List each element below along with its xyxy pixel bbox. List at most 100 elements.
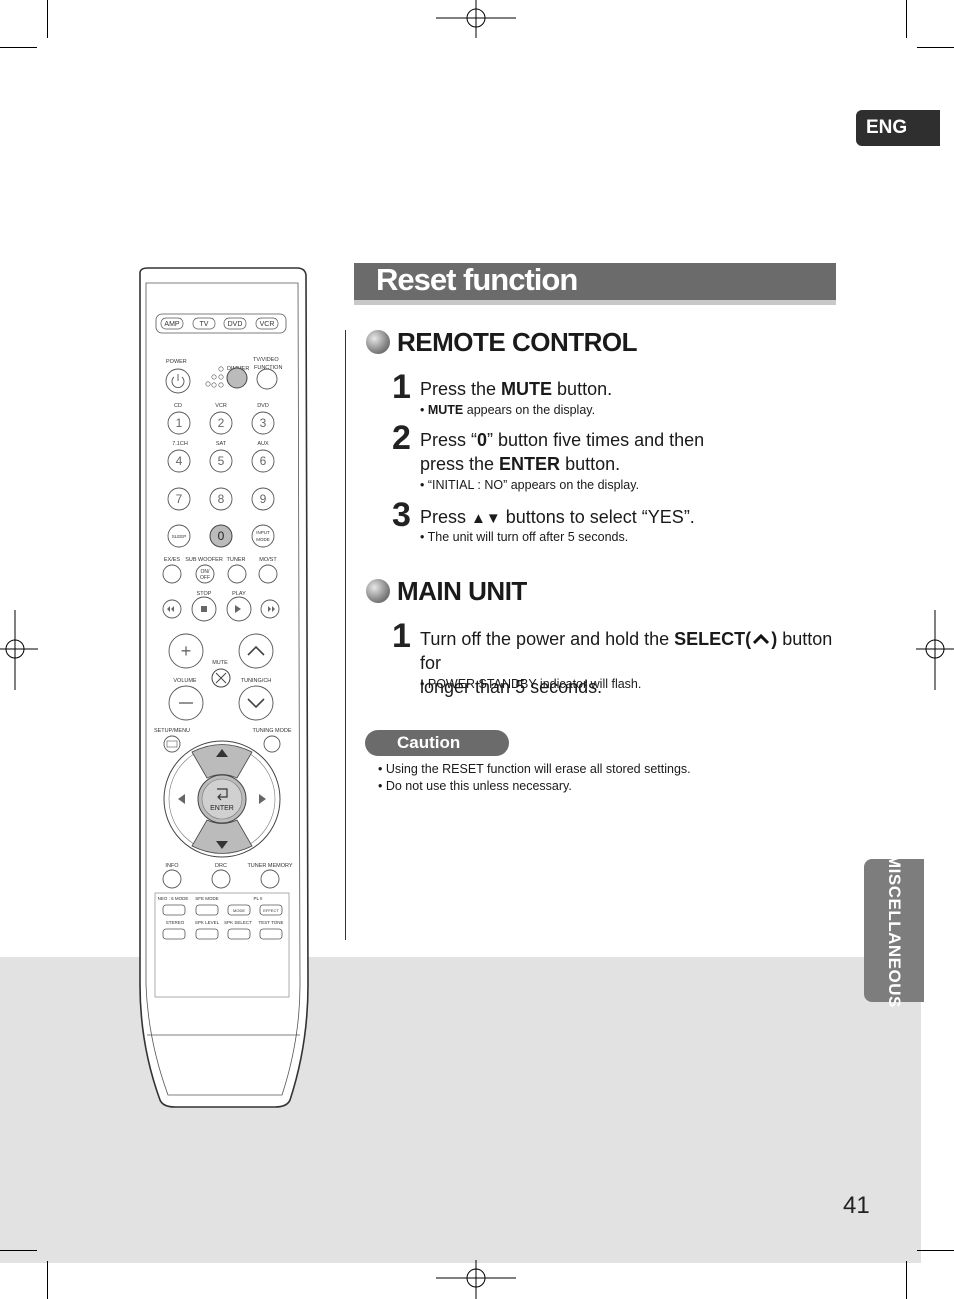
remote-label-sleep: SLEEP bbox=[172, 534, 187, 539]
remote-label-effect: EFFECT bbox=[263, 908, 279, 913]
remote-label-pl2-mode: MODE bbox=[233, 908, 245, 913]
remote-label-ex-es: EX/ES bbox=[164, 557, 181, 563]
step-note: • The unit will turn off after 5 seconds… bbox=[420, 530, 629, 544]
remote-key-1: 1 bbox=[176, 416, 183, 430]
section-side-tab-label: MISCELLANEOUS bbox=[885, 853, 904, 1008]
page-title: Reset function bbox=[376, 262, 578, 297]
remote-label-spk-select: SPK SELECT bbox=[224, 920, 252, 925]
remote-label-sfe-mode: SFE MODE bbox=[195, 896, 219, 901]
remote-mode-vcr: VCR bbox=[260, 321, 275, 328]
step-note: • POWER STANDBY indicator will flash. bbox=[420, 677, 642, 691]
remote-label-power: POWER bbox=[166, 359, 187, 365]
step-note: • “INITIAL : NO” appears on the display. bbox=[420, 478, 640, 492]
section-side-tab-label-wrap: MISCELLANEOUS bbox=[864, 854, 924, 1008]
registration-mark-left bbox=[0, 610, 38, 690]
remote-label-test-tone: TEST TONE bbox=[258, 920, 283, 925]
remote-mode-tv: TV bbox=[200, 321, 209, 328]
remote-label-sat: SAT bbox=[216, 441, 227, 447]
remote-key-8: 8 bbox=[218, 492, 225, 506]
remote-label-mute: MUTE bbox=[212, 660, 228, 666]
nav-right-icon bbox=[259, 794, 266, 804]
mute-icon bbox=[215, 672, 227, 684]
caution-item: • Do not use this unless necessary. bbox=[378, 779, 572, 793]
remote-label-neo6-mode: NEO : 6 MODE bbox=[158, 896, 189, 901]
menu-icon bbox=[166, 740, 178, 748]
remote-key-6: 6 bbox=[260, 454, 267, 468]
remote-label-tuning-ch: TUNING/CH bbox=[241, 678, 272, 684]
remote-label-sub-woofer: SUB WOOFER bbox=[185, 557, 223, 563]
step-text: Press ▲▼ buttons to select “YES”. bbox=[420, 507, 695, 527]
remote-label-stop: STOP bbox=[197, 591, 212, 597]
registration-mark-top bbox=[436, 0, 516, 38]
remote-key-0: 0 bbox=[218, 529, 225, 543]
step-number: 1 bbox=[392, 617, 411, 655]
step-note: • MUTE appears on the display. bbox=[420, 403, 596, 417]
remote-label-play: PLAY bbox=[232, 591, 246, 597]
step-number: 3 bbox=[392, 496, 411, 534]
tuning-down-icon bbox=[247, 698, 265, 709]
remote-label-tuner: TUNER bbox=[227, 557, 246, 563]
up-down-arrows-icon: ▲▼ bbox=[471, 510, 501, 527]
remote-label-on: ON/ bbox=[201, 569, 211, 575]
step-text: Turn off the power and hold the SELECT()… bbox=[420, 629, 833, 697]
column-divider bbox=[345, 330, 346, 940]
remote-key-5: 5 bbox=[218, 454, 225, 468]
previous-icon bbox=[167, 606, 174, 612]
nav-down-icon bbox=[216, 841, 228, 849]
remote-key-7: 7 bbox=[176, 492, 183, 506]
volume-up-icon: + bbox=[181, 641, 192, 661]
remote-key-4: 4 bbox=[176, 454, 183, 468]
title-bar bbox=[354, 263, 836, 305]
remote-label-setup-menu: SETUP/MENU bbox=[154, 728, 190, 734]
remote-control-illustration: AMP TV DVD VCR POWER DIMMER TV/VIDEO FUN… bbox=[139, 267, 309, 1108]
power-icon bbox=[171, 376, 185, 388]
registration-mark-bottom bbox=[436, 1260, 516, 1299]
tuning-up-icon bbox=[247, 645, 265, 656]
section-bullet-icon bbox=[366, 579, 390, 603]
remote-label-mode: MODE bbox=[256, 537, 270, 542]
caution-label: Caution bbox=[365, 730, 509, 756]
remote-mode-dvd: DVD bbox=[228, 321, 243, 328]
play-icon bbox=[235, 605, 241, 613]
next-icon bbox=[268, 606, 275, 612]
remote-label-dvd: DVD bbox=[257, 403, 269, 409]
chevron-up-icon bbox=[753, 633, 770, 645]
remote-key-9: 9 bbox=[260, 492, 267, 506]
step-text: Press the MUTE button. bbox=[420, 379, 613, 399]
remote-label-7-1ch: 7.1CH bbox=[172, 441, 188, 447]
remote-label-volume: VOLUME bbox=[173, 678, 197, 684]
remote-label-pl2: PL II bbox=[253, 896, 262, 901]
caution-item: • Using the RESET function will erase al… bbox=[378, 762, 691, 776]
enter-icon bbox=[217, 788, 228, 801]
remote-section-title: REMOTE CONTROL bbox=[397, 327, 638, 357]
step-number: 2 bbox=[392, 419, 411, 457]
remote-label-aux: AUX bbox=[257, 441, 269, 447]
remote-key-2: 2 bbox=[218, 416, 225, 430]
remote-label-input: INPUT bbox=[256, 530, 270, 535]
remote-label-off: OFF bbox=[200, 575, 210, 581]
remote-label-spk-level: SPK LEVEL bbox=[195, 920, 220, 925]
remote-label-tuner-memory: TUNER MEMORY bbox=[247, 863, 292, 869]
nav-left-icon bbox=[178, 794, 185, 804]
nav-up-icon bbox=[216, 749, 228, 757]
remote-label-tuning-mode: TUNING MODE bbox=[252, 728, 291, 734]
remote-label-mo-st: MO/ST bbox=[259, 557, 277, 563]
stop-icon bbox=[201, 606, 207, 612]
remote-label-tv-video: TV/VIDEO bbox=[253, 357, 279, 363]
remote-label-stereo: STEREO bbox=[166, 920, 185, 925]
step-number: 1 bbox=[392, 368, 411, 406]
registration-mark-right bbox=[916, 610, 954, 690]
section-side-tab bbox=[864, 859, 924, 1002]
remote-label-info: INFO bbox=[165, 863, 179, 869]
remote-label-enter: ENTER bbox=[210, 805, 234, 812]
remote-mode-amp: AMP bbox=[164, 321, 180, 328]
main-unit-section-title: MAIN UNIT bbox=[397, 576, 527, 606]
remote-label-vcr: VCR bbox=[215, 403, 227, 409]
language-tab: ENG bbox=[856, 110, 940, 146]
remote-label-drc: DRC bbox=[215, 863, 227, 869]
section-bullet-icon bbox=[366, 330, 390, 354]
page-number: 41 bbox=[843, 1192, 870, 1219]
remote-key-3: 3 bbox=[260, 416, 267, 430]
remote-label-function: FUNCTION bbox=[254, 365, 282, 371]
